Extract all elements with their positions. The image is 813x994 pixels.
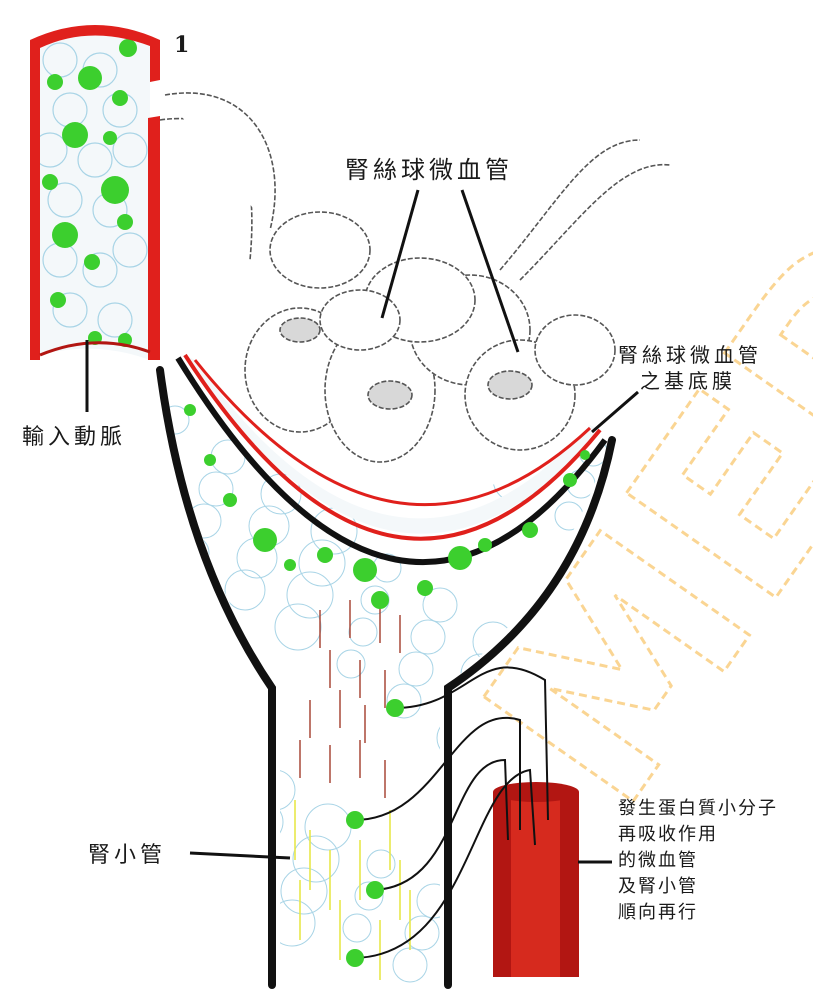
tubule-cell <box>393 948 427 982</box>
protein-molecule <box>50 292 66 308</box>
label-reabsorption-3: 的微血管 <box>618 850 698 871</box>
tubule-cell <box>205 736 239 770</box>
tubule-cell <box>243 802 283 842</box>
afferent-arteriole <box>30 25 160 360</box>
protein-molecule <box>112 90 128 106</box>
tubule-cell <box>299 540 345 586</box>
protein-molecule <box>62 122 88 148</box>
tubule-cell <box>181 800 215 834</box>
tubule-cell <box>287 572 333 618</box>
tubule-cell <box>225 570 265 610</box>
tubule-cell <box>275 604 321 650</box>
label-reabsorption-1: 發生蛋白質小分子 <box>618 798 778 819</box>
peritubular-capillary <box>493 782 579 977</box>
protein-molecule <box>317 547 333 563</box>
protein-molecule <box>223 493 237 507</box>
tubule-cell <box>305 804 351 850</box>
label-renal-tubule: 腎小管 <box>88 843 166 868</box>
protein-molecule <box>117 214 133 230</box>
tubule-cell <box>169 832 203 866</box>
protein-molecule <box>42 174 58 190</box>
tubule-cell <box>437 718 477 758</box>
tubule-cell <box>349 618 377 646</box>
label-reabsorption-5: 順向再行 <box>618 902 698 923</box>
protein-molecule <box>52 222 78 248</box>
protein-molecule <box>47 74 63 90</box>
figure-number: 1 <box>174 32 189 58</box>
label-basement-membrane-2: 之基底膜 <box>640 369 736 393</box>
protein-molecule <box>417 580 433 596</box>
filtrate-flow <box>295 600 410 980</box>
tubule-cell <box>455 950 495 990</box>
reabsorbed-proteins <box>346 699 404 967</box>
protein-molecule <box>448 546 472 570</box>
label-basement-membrane-1: 腎絲球微血管 <box>618 343 762 367</box>
tubule-cell <box>281 868 327 914</box>
label-reabsorption-4: 及腎小管 <box>618 876 698 897</box>
tubule-cell <box>399 652 433 686</box>
protein-molecule <box>119 39 137 57</box>
protein-molecule <box>284 559 296 571</box>
protein-molecule <box>78 66 102 90</box>
tubule-cell <box>193 768 227 802</box>
tubule-cell <box>343 914 371 942</box>
protein-molecule <box>563 473 577 487</box>
label-glomerular-capillary: 腎絲球微血管 <box>345 156 513 184</box>
label-afferent-arteriole: 輸入動脈 <box>22 425 126 450</box>
protein-molecule <box>84 254 100 270</box>
protein-molecule <box>353 558 377 582</box>
protein-molecule <box>204 454 216 466</box>
protein-molecule <box>253 528 277 552</box>
protein-molecule <box>184 404 196 416</box>
label-reabsorption-2: 再吸收作用 <box>618 824 718 845</box>
protein-molecule <box>101 176 129 204</box>
protein-molecule <box>522 522 538 538</box>
tubule-cell <box>219 866 259 906</box>
protein-molecule <box>371 591 389 609</box>
tubule-cell <box>411 620 445 654</box>
tubule-cell <box>293 836 339 882</box>
tubule-cell <box>337 650 365 678</box>
protein-molecule <box>580 450 590 460</box>
protein-molecule <box>478 538 492 552</box>
protein-molecule <box>103 131 117 145</box>
